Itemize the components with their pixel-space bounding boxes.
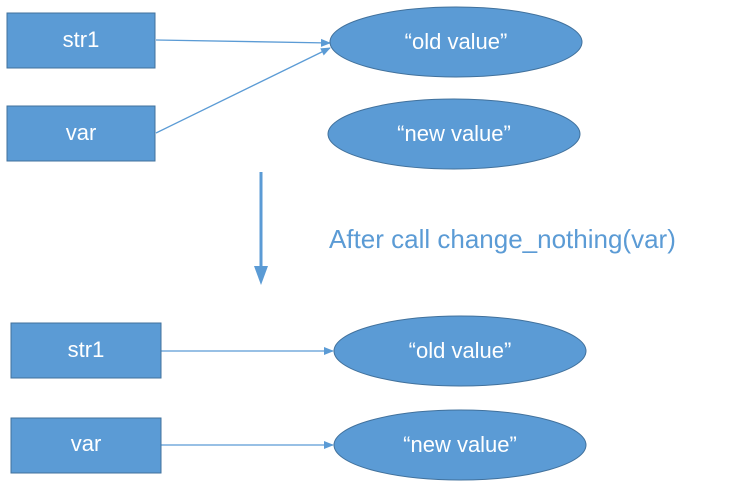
arrow-var-to-old-value: [155, 47, 331, 134]
value-label-new-value: “new value”: [397, 121, 511, 146]
transition: After call change_nothing(var): [254, 172, 676, 285]
value-ellipse-old-value-after: “old value”: [333, 315, 587, 387]
variable-box-var-after: var: [10, 417, 162, 474]
arrow-str1-to-old-value: [155, 38, 331, 47]
variable-box-var: var: [6, 105, 156, 162]
variable-label-str1-after: str1: [68, 337, 105, 362]
value-ellipse-old-value: “old value”: [329, 6, 583, 78]
variable-box-str1: str1: [6, 12, 156, 69]
variable-box-str1-after: str1: [10, 322, 162, 379]
value-label-old-value: “old value”: [405, 29, 508, 54]
transition-arrow-head: [254, 266, 268, 285]
after-section: str1 var “old value” “new value”: [10, 315, 587, 481]
value-label-old-value-after: “old value”: [409, 338, 512, 363]
value-ellipse-new-value-after: “new value”: [333, 409, 587, 481]
value-label-new-value-after: “new value”: [403, 432, 517, 457]
before-section: str1 var “old value” “new value”: [6, 6, 583, 170]
variable-label-var-after: var: [71, 431, 102, 456]
variable-label-str1: str1: [63, 27, 100, 52]
value-ellipse-new-value: “new value”: [327, 98, 581, 170]
variable-label-var: var: [66, 120, 97, 145]
transition-caption: After call change_nothing(var): [329, 224, 676, 254]
